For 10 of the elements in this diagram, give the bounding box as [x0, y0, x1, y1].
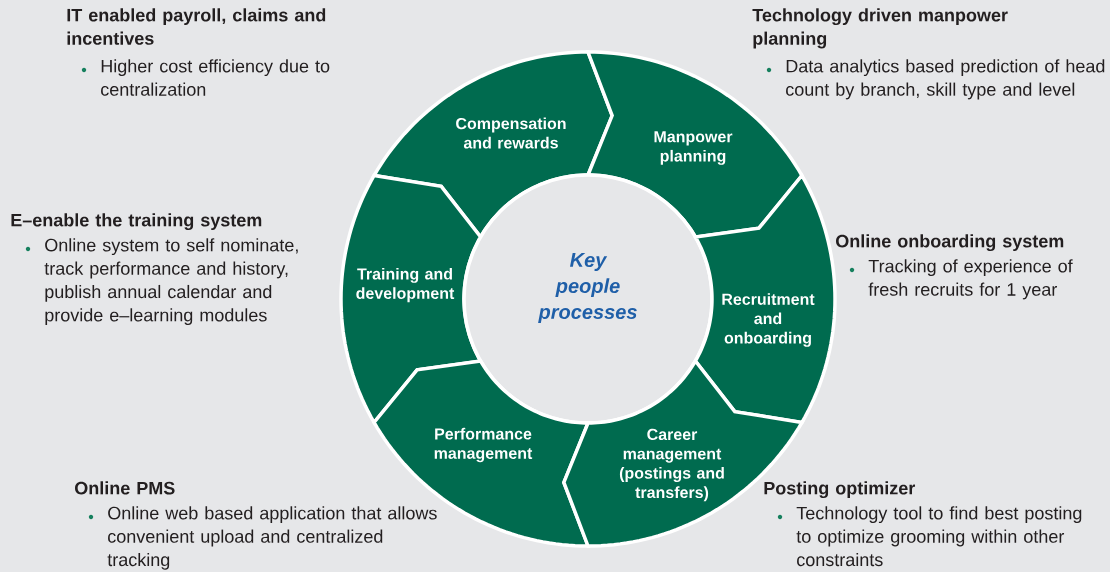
- bullet-text: Online system to self nominate, track performance and history, publish annual calendar and provide e–learning modules: [44, 238, 298, 326]
- node-label: Performance management: [434, 427, 533, 463]
- bullet-text: Higher cost efficiency due to centralization: [101, 59, 330, 96]
- bullet-text: Tracking of experience of fresh recruits for 1 year: [868, 259, 1073, 300]
- callout-heading: Online PMS: [75, 481, 175, 495]
- callout-heading: Online onboarding system: [836, 234, 1064, 252]
- callout-heading: IT enabled payroll, claims and incentives: [67, 8, 326, 45]
- node-label: Career management (postings and transfers): [619, 428, 724, 502]
- callout-heading: E–enable the training system: [11, 213, 262, 231]
- callout-heading: Technology driven manpower planning: [752, 8, 1008, 49]
